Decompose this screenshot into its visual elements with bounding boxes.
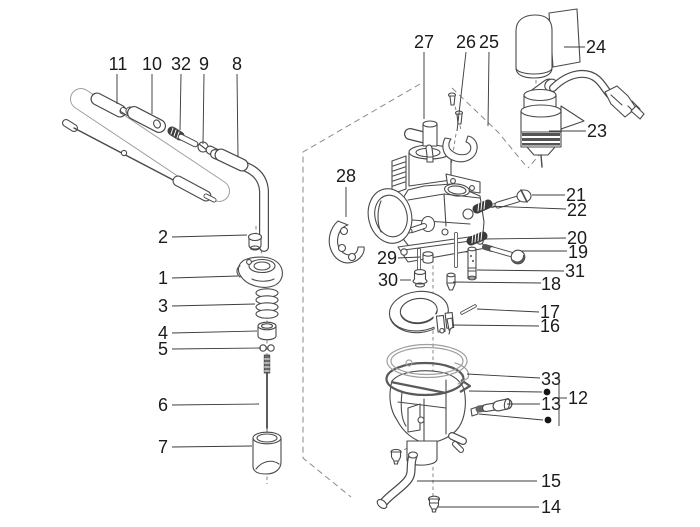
group-12-bullet-0 [543, 388, 551, 396]
carburetor-body [367, 144, 487, 274]
inner-cable [62, 119, 217, 203]
leader-line-25 [487, 51, 490, 127]
part-label-2[interactable]: 2 [158, 227, 168, 247]
leader-line-6 [171, 403, 260, 406]
part-label-8[interactable]: 8 [232, 54, 242, 74]
idle-speed-screw-21 [490, 189, 532, 209]
leader-line-18 [452, 281, 542, 284]
part-label-1[interactable]: 1 [158, 268, 168, 288]
spring-seat-4 [257, 321, 277, 341]
part-label-5[interactable]: 5 [158, 339, 168, 359]
part-label-9[interactable]: 9 [199, 54, 209, 74]
intake-seal-ring-28 [328, 220, 365, 264]
part-label-15[interactable]: 15 [541, 471, 561, 491]
part-label-25[interactable]: 25 [479, 32, 499, 52]
throttle-cable-assembly [62, 88, 269, 252]
part-label-13[interactable]: 13 [541, 394, 561, 414]
part-label-24[interactable]: 24 [586, 37, 606, 57]
bowl-gasket-33 [385, 361, 472, 397]
leader-line-9 [202, 73, 205, 145]
choke-retaining-bracket-25 [442, 135, 478, 163]
jet-needle-6 [263, 354, 271, 433]
main-jet-30 [412, 269, 428, 288]
cable-cap-2 [247, 232, 263, 251]
part-label-10[interactable]: 10 [142, 54, 162, 74]
part-label-21[interactable]: 21 [566, 185, 586, 205]
vent-elbow-27 [404, 120, 438, 163]
part-label-11[interactable]: 11 [109, 54, 128, 74]
part-label-29[interactable]: 29 [377, 248, 397, 268]
leader-line-20 [482, 237, 567, 240]
leader-line-1 [171, 275, 239, 279]
fuel-inlet-fitting-13 [470, 398, 513, 417]
leader-line-33 [466, 373, 541, 379]
part-label-6[interactable]: 6 [158, 395, 168, 415]
float-pin-17 [460, 304, 477, 315]
part-label-26[interactable]: 26 [456, 32, 476, 52]
leader-line-3 [171, 303, 256, 307]
leader-line-8 [236, 73, 239, 158]
part-label-23[interactable]: 23 [587, 121, 607, 141]
group-12-bullet-leader-1 [478, 413, 544, 421]
adjuster-barrel-10 [125, 106, 166, 133]
group-12-bullet-leader-0 [468, 390, 543, 393]
throttle-slide-7 [252, 431, 282, 475]
part-label-12[interactable]: 12 [568, 388, 588, 408]
leader-line-17 [476, 308, 540, 313]
leader-line-26 [456, 51, 467, 132]
part-label-19[interactable]: 19 [568, 242, 588, 262]
jet-29 [422, 251, 434, 264]
part-label-14[interactable]: 14 [541, 497, 561, 517]
atomizer-31 [467, 246, 477, 281]
drain-screw-14 [427, 495, 441, 513]
leader-line-31 [476, 269, 565, 272]
choke-cover-24 [515, 8, 581, 79]
mixture-screw-spring-20 [466, 229, 488, 246]
cable-sleeve-9 [177, 133, 209, 153]
part-label-16[interactable]: 16 [540, 316, 560, 336]
part-label-3[interactable]: 3 [158, 296, 168, 316]
part-label-20[interactable]: 20 [567, 228, 587, 248]
cable-elbow-tube-8 [205, 145, 269, 252]
leader-line-2 [171, 234, 248, 238]
mixture-screw-19 [482, 244, 526, 265]
needle-clip-5 [259, 344, 275, 352]
choke-wire-connector [549, 69, 645, 120]
part-label-27[interactable]: 27 [414, 32, 434, 52]
leader-line-29 [397, 256, 421, 259]
part-label-18[interactable]: 18 [541, 274, 561, 294]
slide-spring-3 [255, 288, 279, 319]
part-label-7[interactable]: 7 [158, 437, 168, 457]
bowl-body [389, 370, 467, 466]
group-12-bullet-1 [544, 416, 552, 424]
leader-line-4 [171, 330, 258, 334]
float-assembly [388, 290, 462, 337]
leader-line-32 [179, 73, 182, 131]
part-label-33[interactable]: 33 [541, 369, 561, 389]
part-label-32[interactable]: 32 [171, 54, 191, 74]
throttle-slide-assembly [236, 232, 283, 475]
needle-jet-18 [446, 272, 456, 291]
float-bowl-group [376, 343, 513, 513]
float-needle-valve-16 [446, 317, 454, 335]
part-label-22[interactable]: 22 [567, 200, 587, 220]
bowl-screw [390, 448, 402, 465]
leader-line-22 [486, 205, 567, 210]
part-label-30[interactable]: 30 [378, 270, 398, 290]
carburetor-top-cover-1 [236, 256, 283, 288]
part-label-4[interactable]: 4 [158, 323, 168, 343]
part-label-17[interactable]: 17 [540, 302, 560, 322]
bowl-rim-outline [386, 343, 470, 385]
leader-line-7 [171, 445, 253, 448]
choke-unit-23 [520, 69, 645, 168]
part-label-31[interactable]: 31 [565, 261, 585, 281]
leader-line-5 [171, 347, 262, 350]
screw-spring-22 [472, 198, 493, 214]
drain-tube-15 [376, 451, 419, 509]
leader-line-16 [451, 324, 540, 327]
part-label-28[interactable]: 28 [336, 166, 356, 186]
